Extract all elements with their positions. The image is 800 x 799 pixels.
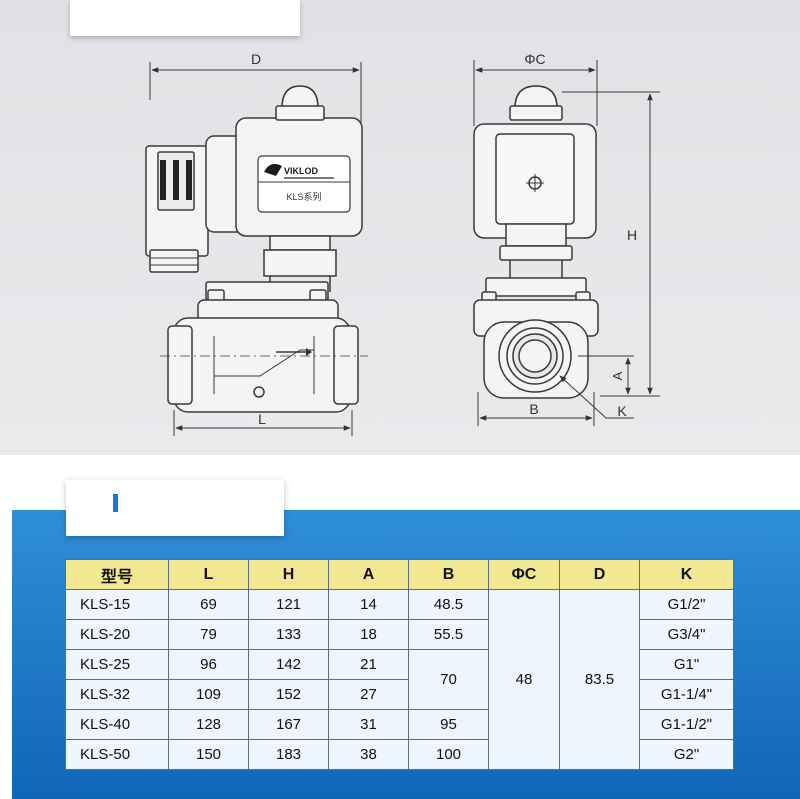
cell-h: 152 bbox=[248, 679, 329, 710]
cell-b: 48.5 bbox=[408, 589, 489, 620]
cell-l: 79 bbox=[168, 619, 249, 650]
cell-l: 69 bbox=[168, 589, 249, 620]
cell-k: G1-1/4" bbox=[639, 679, 734, 710]
header-b: B bbox=[408, 559, 489, 590]
table-header-row: 型号 L H A B ΦC D K bbox=[65, 559, 734, 590]
cell-a: 31 bbox=[328, 709, 409, 740]
front-view bbox=[145, 62, 368, 436]
brand-logo: VIKLOD bbox=[264, 164, 334, 179]
cell-a: 38 bbox=[328, 739, 409, 770]
cell-model: KLS-40 bbox=[65, 709, 169, 740]
cell-l: 109 bbox=[168, 679, 249, 710]
cell-a: 21 bbox=[328, 649, 409, 680]
drawing-panel bbox=[0, 0, 800, 455]
dim-label-h: H bbox=[627, 227, 637, 243]
header-d: D bbox=[559, 559, 640, 590]
side-view bbox=[473, 60, 660, 426]
cell-k: G1" bbox=[639, 649, 734, 680]
table-row: KLS-25 96 142 21 70 G1" bbox=[65, 649, 734, 710]
top-tab bbox=[70, 0, 300, 36]
valve-drawing: D L VIKLOD KLS系列 bbox=[145, 51, 660, 436]
cell-model: KLS-25 bbox=[65, 649, 169, 680]
cell-model: KLS-20 bbox=[65, 619, 169, 650]
dim-label-d: D bbox=[251, 51, 261, 67]
cell-h: 167 bbox=[248, 709, 329, 740]
dim-label-k: K bbox=[617, 403, 627, 419]
header-k: K bbox=[639, 559, 734, 590]
cell-k: G1/2" bbox=[639, 589, 734, 620]
cell-model: KLS-50 bbox=[65, 739, 169, 770]
cell-d-merged: 83.5 bbox=[559, 589, 640, 770]
header-model: 型号 bbox=[65, 559, 169, 590]
table-row: KLS-50 150 183 38 100 G2" bbox=[65, 739, 734, 770]
table-row: KLS-32 109 152 27 G1-1/4" bbox=[65, 679, 734, 710]
table-row: KLS-15 69 121 14 48.5 48 83.5 G1/2" bbox=[65, 589, 734, 770]
table-row: KLS-40 128 167 31 95 G1-1/2" bbox=[65, 709, 734, 740]
cell-a: 27 bbox=[328, 679, 409, 710]
indicator-cap bbox=[281, 85, 319, 109]
dim-label-c: ΦC bbox=[524, 51, 545, 67]
cell-a: 18 bbox=[328, 619, 409, 650]
spec-tab bbox=[66, 480, 284, 536]
dim-label-a: A bbox=[610, 371, 625, 380]
cell-l: 150 bbox=[168, 739, 249, 770]
spec-table: 型号 L H A B ΦC D K KLS-15 69 121 14 48.5 … bbox=[65, 559, 734, 770]
dim-label-b: B bbox=[529, 401, 538, 417]
logo-text: VIKLOD bbox=[284, 166, 319, 176]
cell-b-merged: 70 bbox=[408, 649, 489, 710]
cell-b: 95 bbox=[408, 709, 489, 740]
table-row: KLS-20 79 133 18 55.5 G3/4" bbox=[65, 619, 734, 650]
cell-h: 121 bbox=[248, 589, 329, 620]
cell-k: G3/4" bbox=[639, 619, 734, 650]
cell-h: 133 bbox=[248, 619, 329, 650]
cell-a: 14 bbox=[328, 589, 409, 620]
cell-h: 142 bbox=[248, 649, 329, 680]
cell-k: G1-1/2" bbox=[639, 709, 734, 740]
cell-b: 100 bbox=[408, 739, 489, 770]
header-h: H bbox=[248, 559, 329, 590]
cell-model: KLS-32 bbox=[65, 679, 169, 710]
cell-model: KLS-15 bbox=[65, 589, 169, 620]
cell-l: 96 bbox=[168, 649, 249, 680]
logo-swoosh-icon bbox=[264, 164, 282, 176]
cell-c-merged: 48 bbox=[488, 589, 560, 770]
valve-body bbox=[173, 317, 351, 413]
cell-b: 55.5 bbox=[408, 619, 489, 650]
header-l: L bbox=[168, 559, 249, 590]
spec-tab-marker bbox=[113, 494, 118, 512]
cell-k: G2" bbox=[639, 739, 734, 770]
header-a: A bbox=[328, 559, 409, 590]
cell-h: 183 bbox=[248, 739, 329, 770]
cell-l: 128 bbox=[168, 709, 249, 740]
series-label: KLS系列 bbox=[286, 191, 321, 202]
header-c: ΦC bbox=[488, 559, 560, 590]
dim-label-l: L bbox=[258, 411, 266, 427]
